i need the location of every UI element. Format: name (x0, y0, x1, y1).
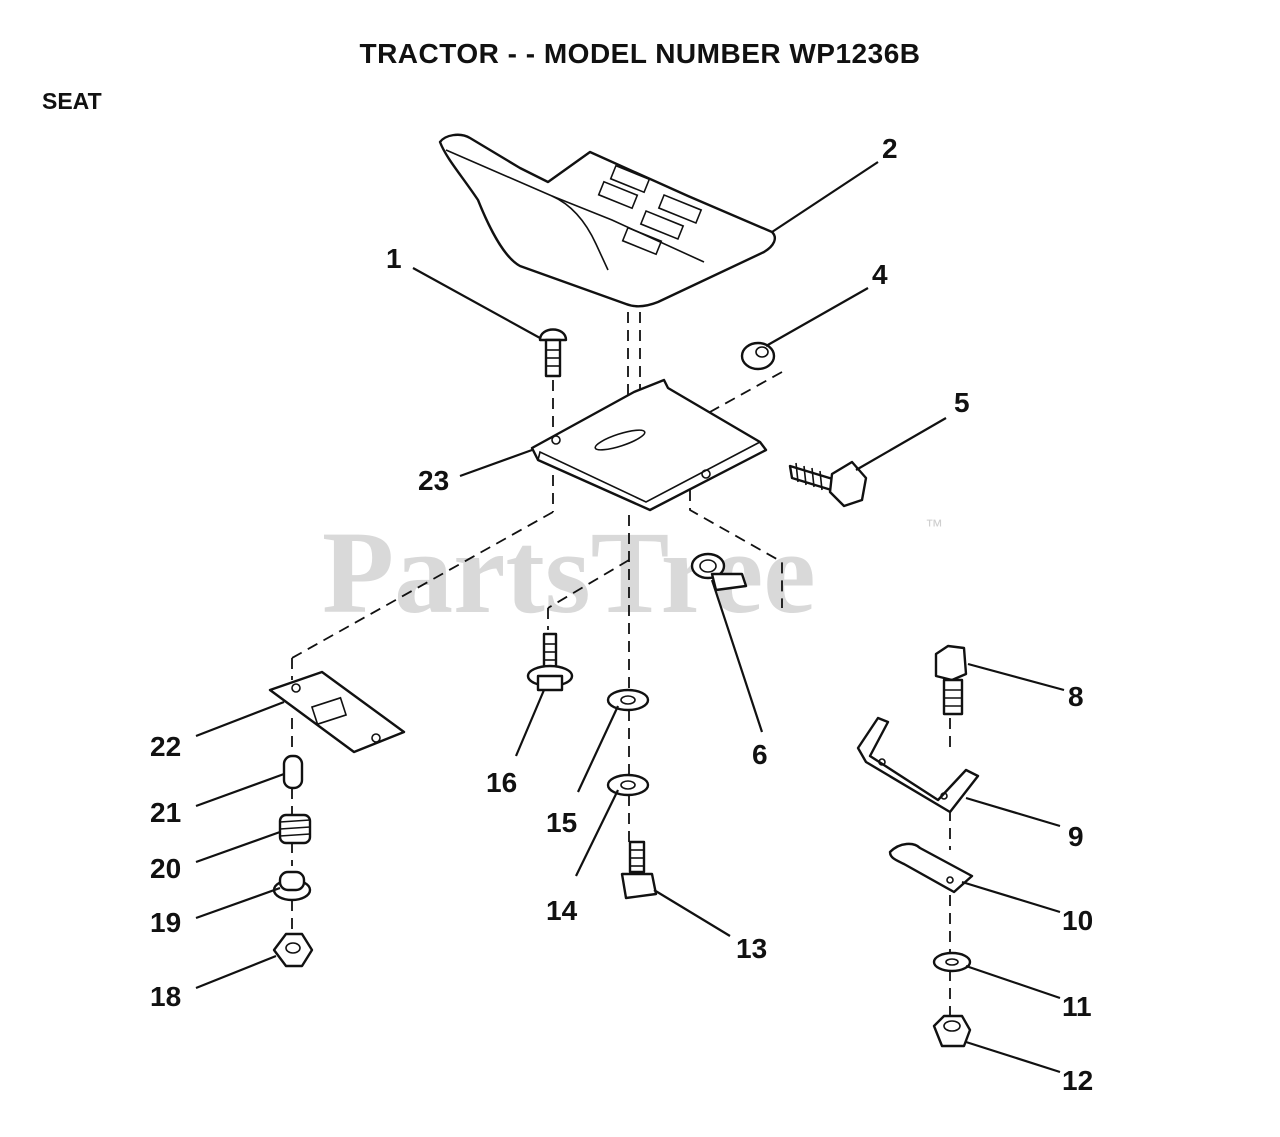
callout-18: 18 (150, 981, 181, 1012)
hex-bolt-part (620, 840, 658, 900)
callout-15: 15 (546, 807, 577, 838)
flange-nut-part (272, 932, 314, 968)
seat-pan-part (530, 378, 768, 512)
callout-8: 8 (1068, 681, 1084, 712)
callout-21: 21 (150, 797, 181, 828)
mounting-bracket-part (856, 716, 980, 814)
diagram-title: TRACTOR - - MODEL NUMBER WP1236B (359, 38, 921, 69)
callout-labels: 1 2 4 5 6 8 9 10 11 12 13 14 15 16 18 19… (150, 133, 1093, 1096)
flange-bolt-part (526, 632, 574, 692)
watermark-trademark: ™ (925, 516, 943, 536)
callout-12: 12 (1062, 1065, 1093, 1096)
callout-11: 11 (1062, 991, 1092, 1022)
slide-plate-part (268, 670, 406, 754)
carriage-bolt-part (538, 328, 568, 378)
pin-part (282, 754, 304, 790)
callout-13: 13 (736, 933, 767, 964)
callout-1: 1 (386, 243, 402, 274)
seat-part (438, 133, 776, 308)
callout-23: 23 (418, 465, 449, 496)
hex-nut-part (740, 341, 776, 371)
watermark-text: PartsTree (322, 507, 816, 638)
washer-right-part (932, 951, 972, 973)
cable-clip-part (690, 552, 748, 592)
callout-20: 20 (150, 853, 181, 884)
callout-22: 22 (150, 731, 181, 762)
washer-part (606, 773, 650, 797)
callout-16: 16 (486, 767, 517, 798)
clip-plate-part (888, 842, 974, 894)
callout-14: 14 (546, 895, 578, 926)
leader-lines (195, 161, 1065, 1074)
shoulder-bolt-part (788, 460, 868, 508)
lock-nut-part (932, 1014, 972, 1048)
bushing-part (272, 870, 312, 902)
callout-19: 19 (150, 907, 181, 938)
callout-6: 6 (752, 739, 768, 770)
section-label: SEAT (42, 88, 102, 114)
spring-part (278, 813, 312, 845)
callout-2: 2 (882, 133, 898, 164)
callout-9: 9 (1068, 821, 1084, 852)
callout-10: 10 (1062, 905, 1093, 936)
callout-4: 4 (872, 259, 888, 290)
washer-part (606, 688, 650, 712)
hex-bolt-right-part (934, 644, 968, 716)
callout-5: 5 (954, 387, 970, 418)
